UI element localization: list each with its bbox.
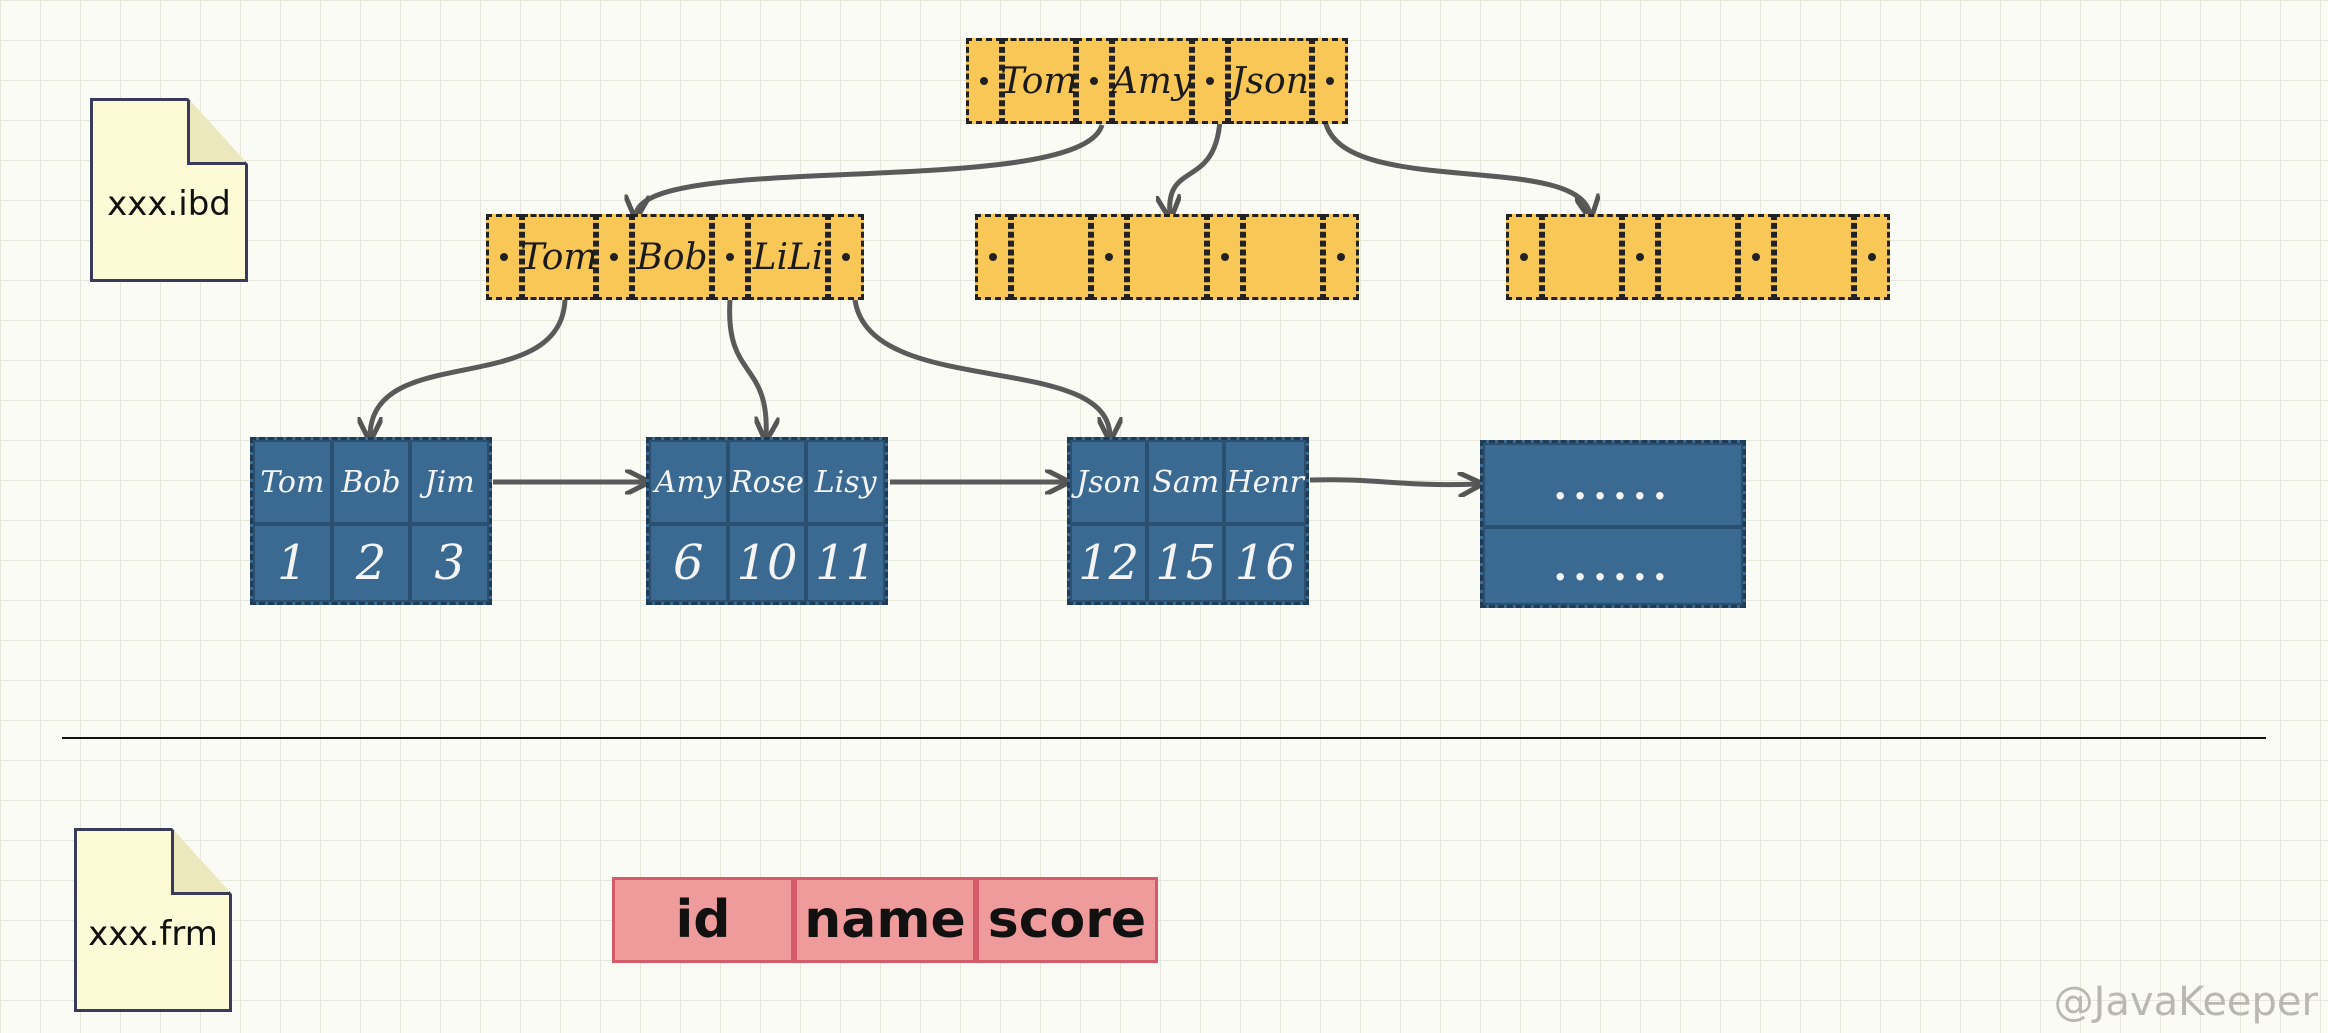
leaf-name-cell: Tom — [253, 440, 332, 524]
leaf-id-cell: 6 — [649, 524, 728, 602]
index-key: Amy — [1112, 38, 1192, 124]
pointer-slot — [1323, 214, 1359, 300]
ibd-file-label: xxx.ibd — [107, 184, 231, 224]
leaf-name-cell: Amy — [649, 440, 728, 524]
index-key — [1658, 214, 1738, 300]
index-key — [1542, 214, 1622, 300]
index-key: LiLi — [748, 214, 828, 300]
leaf-id-cell: 1 — [253, 524, 332, 602]
internal-index-node-3 — [1506, 214, 1890, 300]
arrow-root-to-node3 — [1322, 119, 1590, 215]
index-key: Bob — [632, 214, 712, 300]
leaf-id-cell: 11 — [806, 524, 885, 602]
arrow-root-to-node1 — [636, 124, 1105, 215]
leaf-name-cell: Rose — [727, 440, 807, 524]
pointer-slot — [1091, 214, 1127, 300]
leaf-node-3: Json Sam Henr 12 15 16 — [1067, 437, 1309, 605]
index-key — [1774, 214, 1854, 300]
frm-file-icon: xxx.frm — [74, 828, 232, 1012]
pointer-slot — [1076, 38, 1112, 124]
leaf-id-cell: 16 — [1224, 524, 1306, 602]
frm-field-id: id — [612, 877, 794, 963]
section-divider — [62, 737, 2266, 739]
frm-file-label: xxx.frm — [88, 914, 218, 954]
pointer-slot — [966, 38, 1002, 124]
arrow-leaf3-to-leaf4 — [1309, 480, 1478, 485]
arrow-root-to-node2 — [1170, 119, 1223, 215]
index-key — [1243, 214, 1323, 300]
leaf-ellipsis-cell: ...... — [1483, 443, 1743, 527]
pointer-slot — [486, 214, 522, 300]
leaf-id-cell: 10 — [727, 524, 807, 602]
frm-field-row: id name score — [612, 877, 1158, 963]
index-key: Tom — [1000, 38, 1078, 124]
leaf-id-cell: 2 — [331, 524, 411, 602]
pointer-slot — [1506, 214, 1542, 300]
pointer-slot — [1312, 38, 1348, 124]
root-index-node: Tom Amy Json — [966, 38, 1348, 124]
pointer-slot — [1854, 214, 1890, 300]
pointer-slot — [1622, 214, 1658, 300]
leaf-name-cell: Jim — [410, 440, 489, 524]
arrow-bob-to-leaf2 — [727, 299, 767, 437]
index-key: Tom — [520, 214, 598, 300]
leaf-ellipsis-cell: ...... — [1483, 527, 1743, 605]
pointer-slot — [828, 214, 864, 300]
internal-index-node-1: Tom Bob LiLi — [486, 214, 864, 300]
leaf-name-cell: Henr — [1224, 440, 1306, 524]
leaf-node-4: ...... ...... — [1480, 440, 1746, 608]
frm-field-score: score — [976, 877, 1158, 963]
leaf-id-cell: 12 — [1070, 524, 1148, 602]
pointer-slot — [1207, 214, 1243, 300]
pointer-slot — [596, 214, 632, 300]
leaf-name-cell: Lisy — [806, 440, 885, 524]
internal-index-node-2 — [975, 214, 1359, 300]
arrow-lili-to-leaf3 — [852, 299, 1110, 437]
leaf-name-cell: Sam — [1147, 440, 1225, 524]
leaf-name-cell: Bob — [331, 440, 411, 524]
leaf-node-2: Amy Rose Lisy 6 10 11 — [646, 437, 888, 605]
index-key — [1127, 214, 1207, 300]
pointer-slot — [1738, 214, 1774, 300]
frm-field-name: name — [794, 877, 976, 963]
index-key — [1011, 214, 1091, 300]
watermark: @JavaKeeper — [2053, 979, 2318, 1025]
arrow-tom-to-leaf1 — [370, 299, 568, 437]
leaf-id-cell: 3 — [410, 524, 489, 602]
pointer-slot — [1192, 38, 1228, 124]
leaf-node-1: Tom Bob Jim 1 2 3 — [250, 437, 492, 605]
pointer-slot — [975, 214, 1011, 300]
pointer-slot — [712, 214, 748, 300]
index-key: Json — [1228, 38, 1312, 124]
leaf-id-cell: 15 — [1147, 524, 1225, 602]
leaf-name-cell: Json — [1070, 440, 1148, 524]
